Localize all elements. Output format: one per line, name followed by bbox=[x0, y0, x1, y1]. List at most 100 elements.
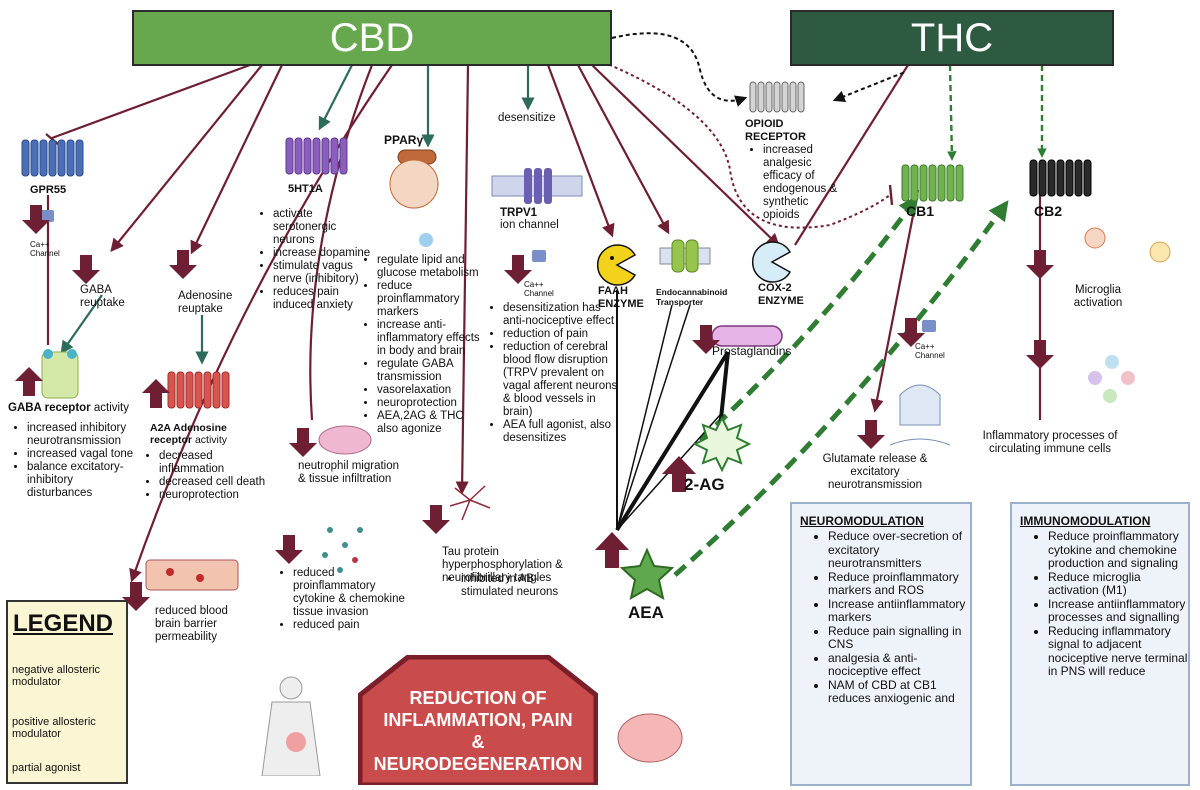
list-item: desensitization has anti-nociceptive eff… bbox=[503, 302, 621, 328]
cytokine-effects-list: reduced proinflammatory cytokine & chemo… bbox=[278, 567, 413, 632]
5ht1a-receptor-icon bbox=[285, 137, 348, 175]
list-item: increase anti-inflammatory effects in bo… bbox=[377, 319, 483, 358]
cbd-to-opioid-positive-modulator bbox=[611, 32, 748, 107]
a2a-receptor-label: A2A Adenosine receptor activity bbox=[150, 422, 260, 446]
5ht1a-effects-list: activate serotonergic neurons increase d… bbox=[258, 208, 371, 312]
glutamate-label: Glutamate release & excitatory neurotran… bbox=[822, 453, 928, 491]
list-item: reduction of cerebral blood flow disrupt… bbox=[503, 341, 621, 419]
cbd-to-tau-line bbox=[455, 64, 470, 495]
cbd-to-faah-line bbox=[546, 64, 615, 238]
list-item: neuroprotection bbox=[377, 397, 483, 410]
trpv1-effects-list: desensitization has anti-nociceptive eff… bbox=[488, 302, 621, 445]
effect-arrows bbox=[15, 205, 1054, 611]
gaba-receptor-name: GABA receptor bbox=[8, 402, 91, 414]
legend-negative-label: negative allosteric modulator bbox=[12, 664, 101, 688]
list-item: Reduce over-secretion of excitatory neur… bbox=[828, 529, 970, 571]
neutrophil-cell-icon bbox=[318, 425, 372, 455]
list-item: increase dopamine bbox=[273, 247, 371, 260]
list-item: vasorelaxation bbox=[377, 384, 483, 397]
up-arrow-icon bbox=[15, 367, 43, 396]
brain-icon bbox=[617, 713, 683, 763]
reduction-line-4: NEURODEGENERATION bbox=[373, 754, 583, 774]
2ag-label: 2-AG bbox=[684, 475, 725, 494]
down-arrow-icon bbox=[1026, 250, 1054, 279]
cbd-header: CBD bbox=[132, 10, 612, 66]
list-item: decreased inflammation bbox=[159, 450, 271, 476]
aea-label: AEA bbox=[628, 603, 664, 622]
down-arrow-icon bbox=[897, 318, 925, 347]
gpr55-label: GPR55 bbox=[30, 184, 67, 196]
ca-channel-label: Ca++ Channel bbox=[915, 342, 945, 360]
list-item: regulate GABA transmission bbox=[377, 358, 483, 384]
reduction-line-1: REDUCTION OF bbox=[409, 688, 547, 708]
cbd-to-gaba-reuptake-line bbox=[110, 64, 263, 253]
opioid-receptor-icon bbox=[749, 81, 805, 113]
reduction-text: REDUCTION OF INFLAMMATION, PAIN & NEUROD… bbox=[358, 687, 598, 775]
a2a-effects-list: decreased inflammation decreased cell de… bbox=[144, 450, 271, 502]
faah-label: FAAH ENZYME bbox=[598, 285, 644, 310]
neutrophil-label: neutrophil migration & tissue infiltrati… bbox=[298, 460, 400, 485]
down-arrow-icon bbox=[1026, 340, 1054, 369]
legend-partial-label: partial agonist bbox=[12, 762, 81, 774]
list-item: reduced proinflammatory cytokine & chemo… bbox=[293, 567, 413, 619]
list-item: increased inhibitory neurotransmission bbox=[27, 422, 139, 448]
ppar-label: PPARγ bbox=[384, 133, 424, 147]
down-arrow-icon bbox=[692, 325, 720, 354]
list-item: increased vagal tone bbox=[27, 448, 139, 461]
legend-box: LEGEND negative allosteric modulator pos… bbox=[6, 600, 128, 784]
gaba-receptor-icon bbox=[41, 349, 79, 399]
prostaglandins-icon bbox=[711, 325, 783, 347]
cb2-label: CB2 bbox=[1034, 203, 1063, 219]
list-item: NAM of CBD at CB1 reduces anxiogenic and bbox=[828, 678, 970, 706]
2ag-molecule-icon bbox=[692, 415, 752, 473]
microglia-icon bbox=[1084, 227, 1171, 263]
list-item: neuroprotection bbox=[159, 489, 271, 502]
cb1-to-glutamate-line bbox=[870, 189, 920, 413]
reduction-box: REDUCTION OF INFLAMMATION, PAIN & NEUROD… bbox=[357, 654, 599, 788]
cbd-to-cb1-negative-modulator bbox=[597, 59, 891, 229]
list-item: Reduce pain signalling in CNS bbox=[828, 624, 970, 652]
tau-label: Tau protein hyperphosphorylation & neuro… bbox=[442, 546, 563, 584]
cb1-receptor-icon bbox=[901, 164, 964, 202]
5ht1a-label: 5HT1A bbox=[288, 183, 323, 195]
thc-to-cb1-partial-agonist bbox=[947, 64, 957, 161]
list-item: Reduce proinflammatory cytokine and chem… bbox=[1048, 529, 1188, 571]
faah-enzyme-icon bbox=[597, 244, 637, 286]
list-item: decreased cell death bbox=[159, 476, 271, 489]
up-arrow-icon bbox=[142, 379, 170, 408]
cox2-enzyme-icon bbox=[752, 241, 792, 283]
trpv1-sublabel: ion channel bbox=[500, 219, 559, 231]
ca-channel-label: Ca++ Channel bbox=[30, 240, 60, 258]
gaba-reuptake-label: GABA reuptake bbox=[80, 284, 125, 309]
cb1-label: CB1 bbox=[906, 203, 935, 219]
cbd-connections bbox=[45, 63, 1042, 583]
cbd-to-5ht1a-arrow bbox=[318, 64, 353, 131]
list-item: Increase antiinflammatory markers bbox=[828, 597, 970, 625]
list-item: reduced pain bbox=[293, 619, 413, 632]
endocannabinoid-transporter-icon bbox=[659, 239, 711, 273]
list-item: Reduce microglia activation (M1) bbox=[1048, 570, 1188, 598]
legend-title: LEGEND bbox=[13, 610, 114, 637]
enzyme-lines bbox=[615, 290, 730, 532]
list-item: Increase antiinflammatory processes and … bbox=[1048, 597, 1188, 625]
neuromodulation-panel: NEUROMODULATION Reduce over-secretion of… bbox=[790, 502, 972, 786]
immunomodulation-list: Reduce proinflammatory cytokine and chem… bbox=[1012, 529, 1188, 679]
up-arrow-icon bbox=[595, 532, 629, 568]
legend-positive-label: positive allosteric modulator bbox=[12, 716, 96, 740]
ppar-receptor-icon bbox=[389, 149, 439, 247]
neuromodulation-list: Reduce over-secretion of excitatory neur… bbox=[792, 529, 970, 706]
desensitize-label: desensitize bbox=[498, 112, 556, 124]
ca-channel-icon bbox=[532, 250, 546, 262]
tau-effects-list: inhibited in AB-stimulated neurons bbox=[446, 573, 571, 599]
synapse-icon bbox=[889, 384, 951, 446]
down-arrow-icon bbox=[857, 420, 885, 449]
gaba-receptor-suffix: activity bbox=[93, 402, 130, 414]
immunomodulation-title: IMMUNOMODULATION bbox=[1020, 514, 1151, 528]
immunomodulation-panel: IMMUNOMODULATION Reduce proinflammatory … bbox=[1010, 502, 1190, 786]
down-arrow-icon bbox=[422, 505, 450, 534]
gpr55-receptor-icon bbox=[21, 139, 84, 177]
endocannabinoid-transporter-label: Endocannabinoid Transporter bbox=[656, 287, 728, 307]
trpv1-label: TRPV1 bbox=[500, 207, 538, 219]
list-item: analgesia & anti-nociceptive effect bbox=[828, 651, 970, 679]
